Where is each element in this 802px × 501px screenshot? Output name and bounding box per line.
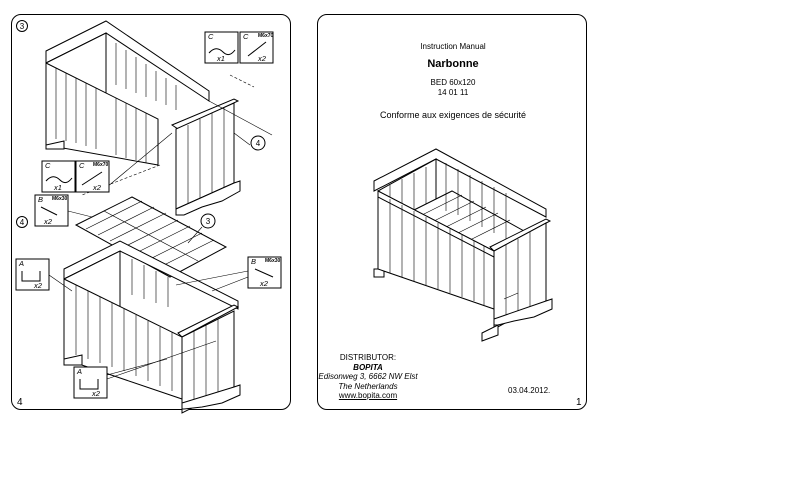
part-qty: x1 <box>216 54 225 63</box>
part-b-bolt-box-left: B M6x30 x2 <box>34 194 69 227</box>
part-size-badge: M6x70 <box>93 162 109 168</box>
distributor-website-link[interactable]: www.bopita.com <box>338 391 398 400</box>
part-letter: A <box>76 367 82 376</box>
crib-end-panel-upper <box>170 98 241 216</box>
part-qty: x2 <box>91 389 101 398</box>
distributor-label: DISTRIBUTOR: <box>339 353 397 362</box>
part-letter: B <box>38 195 43 204</box>
distributor-block: DISTRIBUTOR: BOPITA Edisonweg 3, 6662 NW… <box>318 353 588 401</box>
part-c-wrench-box-mid: C x1 <box>41 160 76 193</box>
assembly-illustration: 3 4 <box>15 20 282 414</box>
part-letter: C <box>208 32 214 41</box>
part-qty: x2 <box>43 217 53 226</box>
part-a-bracket-box-top: A x2 <box>15 258 50 291</box>
page-number-left: 4 <box>17 397 23 408</box>
part-qty: x2 <box>257 54 267 63</box>
product-code: 14 01 11 <box>437 88 469 97</box>
safety-conformity: Conforme aux exigences de sécurité <box>379 110 527 120</box>
assembly-steps-page: 3 4 <box>11 14 291 414</box>
step-4-marker <box>16 216 28 228</box>
callout-4 <box>250 135 266 151</box>
part-size-badge: M6x30 <box>52 196 68 202</box>
part-letter: A <box>18 259 24 268</box>
step-3-number: 3 <box>20 22 25 31</box>
crib-illustration <box>373 148 553 342</box>
part-size-badge: M6x30 <box>265 258 281 264</box>
distributor-address: Edisonweg 3, 6662 NW Elst <box>318 372 418 381</box>
distributor-company: BOPITA <box>353 362 383 372</box>
part-a-bracket-box-bottom: A x2 <box>73 366 108 399</box>
part-letter: C <box>79 161 85 170</box>
part-qty: x2 <box>92 183 102 192</box>
part-qty: x2 <box>259 279 269 288</box>
product-title: Narbonne <box>427 58 479 70</box>
callout-4-number: 4 <box>256 139 261 148</box>
part-b-bolt-box-right: B M6x30 x2 <box>247 256 282 289</box>
manual-header: Instruction Manual <box>420 42 486 51</box>
publication-date: 03.04.2012. <box>508 386 551 395</box>
step-4-number: 4 <box>20 218 25 227</box>
crib-end-panel-lower <box>177 304 241 414</box>
cover-page: Instruction Manual Narbonne BED 60x120 1… <box>317 14 587 410</box>
part-c-bolt-box-top: C M6x70 x2 <box>239 31 274 64</box>
part-qty: x2 <box>33 281 43 290</box>
part-c-bolt-box-mid: C M6x70 x2 <box>75 160 110 193</box>
distributor-country: The Netherlands <box>338 381 398 391</box>
part-c-wrench-box-top: C x1 <box>204 31 239 64</box>
callout-3-number: 3 <box>206 217 211 226</box>
part-letter: B <box>251 257 256 266</box>
product-model: BED 60x120 <box>430 78 476 87</box>
step-3-marker <box>16 20 28 32</box>
part-qty: x1 <box>53 183 62 192</box>
part-size-badge: M6x70 <box>258 33 274 39</box>
callout-3 <box>200 213 216 229</box>
crib-frame-upper <box>45 20 210 166</box>
page-number-right: 1 <box>576 397 582 408</box>
part-letter: C <box>45 161 51 170</box>
part-letter: C <box>243 32 249 41</box>
